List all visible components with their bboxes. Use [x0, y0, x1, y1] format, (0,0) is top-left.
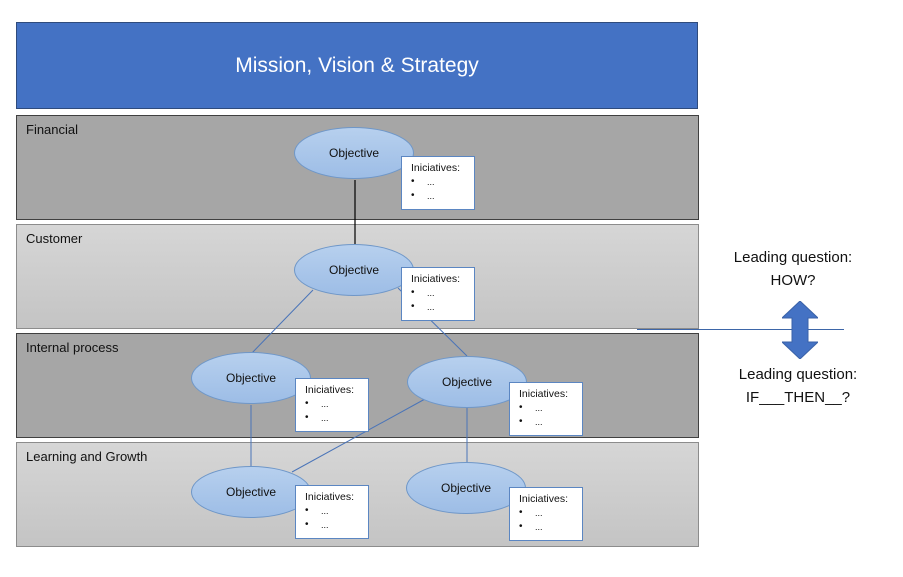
leading-question-value: HOW? — [770, 272, 816, 289]
initiatives-box: Iniciatives: ...... — [509, 382, 583, 436]
objective-label: Objective — [328, 263, 380, 277]
initiatives-title: Iniciatives: — [519, 388, 569, 400]
leading-question-if-then: Leading question: IF___THEN__? — [718, 363, 878, 409]
perspective-label: Learning and Growth — [26, 449, 148, 464]
objective-learning-growth-1[interactable]: Objective — [191, 466, 311, 518]
initiatives-box: Iniciatives: ...... — [295, 485, 369, 539]
perspective-customer: Customer — [16, 224, 699, 329]
objective-label: Objective — [225, 485, 277, 499]
initiative-item: ... — [519, 506, 582, 520]
objective-internal-process-1[interactable]: Objective — [191, 352, 311, 404]
initiatives-box: Iniciatives: ...... — [295, 378, 369, 432]
initiative-item: ... — [411, 189, 474, 203]
initiative-item: ... — [519, 401, 582, 415]
perspective-label: Internal process — [26, 340, 119, 355]
initiative-item: ... — [305, 504, 368, 518]
leading-question-value: IF___THEN__? — [745, 389, 851, 406]
initiative-item: ... — [305, 397, 368, 411]
initiatives-box: Iniciatives: ...... — [509, 487, 583, 541]
leading-question-label: Leading question: — [733, 249, 853, 266]
initiatives-title: Iniciatives: — [305, 384, 355, 396]
objective-internal-process-2[interactable]: Objective — [407, 356, 527, 408]
objective-customer[interactable]: Objective — [294, 244, 414, 296]
initiative-item: ... — [305, 411, 368, 425]
objective-learning-growth-2[interactable]: Objective — [406, 462, 526, 514]
initiative-item: ... — [519, 520, 582, 534]
banner-title: Mission, Vision & Strategy — [235, 53, 479, 77]
leading-question-label: Leading question: — [738, 366, 858, 383]
initiative-item: ... — [519, 415, 582, 429]
initiatives-box: Iniciatives: ...... — [401, 156, 475, 210]
initiative-item: ... — [411, 286, 474, 300]
initiatives-title: Iniciatives: — [411, 162, 461, 174]
objective-label: Objective — [225, 371, 277, 385]
initiatives-title: Iniciatives: — [519, 493, 569, 505]
initiative-item: ... — [411, 300, 474, 314]
initiatives-box: Iniciatives: ...... — [401, 267, 475, 321]
objective-financial[interactable]: Objective — [294, 127, 414, 179]
objective-label: Objective — [328, 146, 380, 160]
leading-question-how: Leading question: HOW? — [713, 246, 873, 292]
objective-label: Objective — [440, 481, 492, 495]
perspective-label: Customer — [26, 231, 83, 246]
initiative-item: ... — [305, 518, 368, 532]
initiative-item: ... — [411, 175, 474, 189]
objective-label: Objective — [441, 375, 493, 389]
perspective-label: Financial — [26, 122, 79, 137]
initiatives-title: Iniciatives: — [411, 273, 461, 285]
divider-line — [637, 329, 844, 330]
double-arrow-icon — [782, 301, 818, 359]
initiatives-title: Iniciatives: — [305, 491, 355, 503]
mission-vision-strategy-banner: Mission, Vision & Strategy — [16, 22, 698, 109]
